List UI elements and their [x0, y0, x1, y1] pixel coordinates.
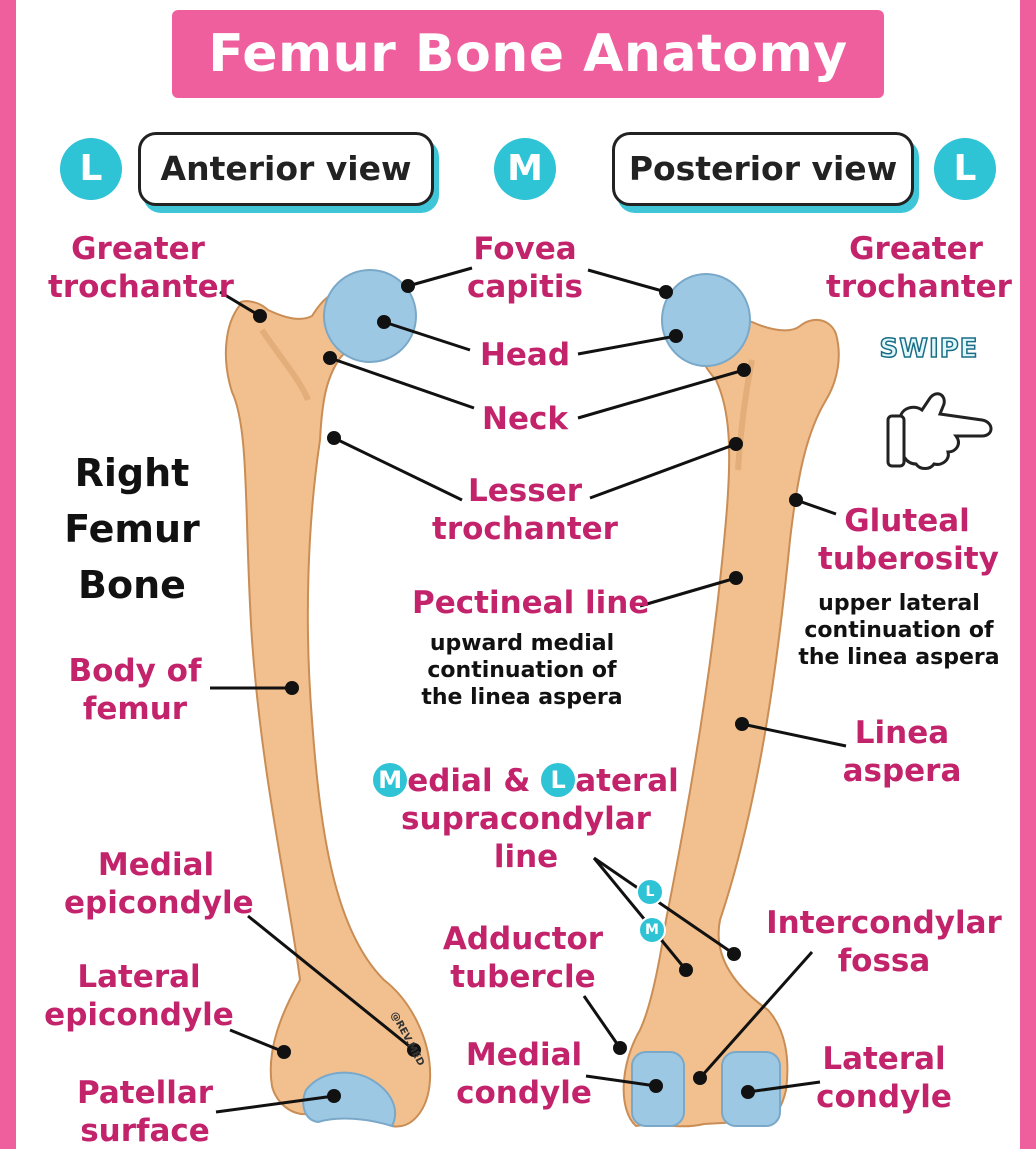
label-line: tubercle: [450, 959, 596, 995]
label-body-of-femur: Body of femur: [60, 652, 210, 728]
anterior-femur: [224, 269, 432, 1128]
label-linea-aspera: Linea aspera: [840, 714, 964, 790]
label-line: epicondyle: [64, 885, 254, 921]
label-line: Greater: [71, 231, 205, 267]
lateral-mini-badge: L: [541, 763, 576, 797]
label-lateral-epicondyle: Lateral epicondyle: [44, 958, 234, 1034]
medial-mini-badge: M: [373, 763, 408, 797]
left-border: [0, 0, 16, 1149]
leader-lines: [210, 266, 847, 1114]
swipe-text: SWIPE: [879, 333, 979, 365]
note-line: the linea aspera: [798, 645, 1000, 670]
leader-dots: [253, 279, 803, 1103]
right-border: [1020, 0, 1036, 1149]
note-line: the linea aspera: [421, 685, 623, 710]
label-intercondylar-fossa: Intercondylar fossa: [764, 904, 1004, 980]
note-line: continuation of: [427, 658, 617, 683]
side-title: Right Femur Bone: [62, 445, 202, 613]
label-line: trochanter: [826, 269, 1012, 305]
label-line: Adductor: [442, 921, 604, 957]
posterior-femur-shaft: [622, 316, 840, 1128]
page-title: Femur Bone Anatomy: [208, 24, 848, 84]
supracondylar-medial-marker: M: [638, 916, 666, 944]
label-line: Intercondylar: [766, 905, 1002, 941]
side-title-line: Bone: [78, 563, 186, 607]
label-line: femur: [82, 691, 188, 727]
label-lesser-trochanter: Lesser trochanter: [430, 472, 620, 548]
anterior-femur-shaft: [224, 290, 432, 1128]
label-line: condyle: [456, 1075, 592, 1111]
label-line: capitis: [466, 269, 583, 305]
gluteal-note: upper lateral continuation of the linea …: [796, 590, 1002, 671]
title-banner: [172, 10, 884, 98]
label-line: condyle: [816, 1079, 952, 1115]
label-line: Body of: [68, 653, 202, 689]
note-line: upper lateral: [818, 591, 980, 616]
pectineal-note: upward medial continuation of the linea …: [412, 630, 632, 711]
label-line: trochanter: [432, 511, 618, 547]
posterior-femur: [622, 273, 840, 1128]
label-line: supracondylar: [401, 801, 651, 837]
label-line: trochanter: [48, 269, 234, 305]
label-line: tuberosity: [818, 541, 999, 577]
label-gluteal-tuberosity: Gluteal tuberosity: [818, 502, 999, 578]
label-line: line: [493, 839, 559, 875]
anterior-femoral-head: [323, 269, 417, 363]
posterior-view-box: Posterior view: [612, 132, 914, 206]
label-head: Head: [479, 337, 571, 373]
label-line: Lateral: [822, 1041, 946, 1077]
label-greater-trochanter-posterior: Greater trochanter: [826, 230, 1012, 306]
label-greater-trochanter-anterior: Greater trochanter: [48, 230, 234, 306]
label-line: aspera: [842, 753, 962, 789]
label-line: epicondyle: [44, 997, 234, 1033]
label-line: Lateral: [77, 959, 201, 995]
label-lateral-condyle: Lateral condyle: [812, 1040, 956, 1116]
patellar-cartilage: [302, 1071, 397, 1128]
note-line: continuation of: [804, 618, 994, 643]
supracondylar-lateral-marker: L: [636, 878, 664, 906]
label-line: Gluteal: [844, 503, 970, 539]
label-line: surface: [80, 1113, 210, 1149]
pointing-hand-icon: [886, 392, 993, 470]
label-line: Lesser: [468, 473, 582, 509]
label-line: Medial: [465, 1037, 583, 1073]
lateral-badge-left: L: [60, 138, 122, 200]
posterior-femoral-head: [661, 273, 751, 367]
label-line: Patellar: [76, 1075, 214, 1111]
label-line: Medial: [97, 847, 215, 883]
label-line: fossa: [837, 943, 931, 979]
label-medial-condyle: Medial condyle: [454, 1036, 594, 1112]
label-line: Linea: [854, 715, 950, 751]
note-line: upward medial: [429, 631, 615, 656]
label-patellar-surface: Patellar surface: [70, 1074, 220, 1150]
label-neck: Neck: [482, 401, 568, 437]
side-title-line: Right: [74, 451, 190, 495]
label-line: Fovea: [473, 231, 577, 267]
side-title-line: Femur: [64, 507, 200, 551]
label-pectineal-line: Pectineal line: [412, 585, 650, 621]
label-adductor-tubercle: Adductor tubercle: [440, 920, 606, 996]
medial-badge: M: [494, 138, 556, 200]
label-fragment: ateral: [575, 763, 679, 799]
label-fragment: edial &: [407, 763, 542, 799]
label-line: Greater: [849, 231, 983, 267]
lateral-badge-right: L: [934, 138, 996, 200]
label-medial-epicondyle: Medial epicondyle: [64, 846, 254, 922]
anterior-view-box: Anterior view: [138, 132, 434, 206]
label-fovea-capitis: Fovea capitis: [450, 230, 600, 306]
